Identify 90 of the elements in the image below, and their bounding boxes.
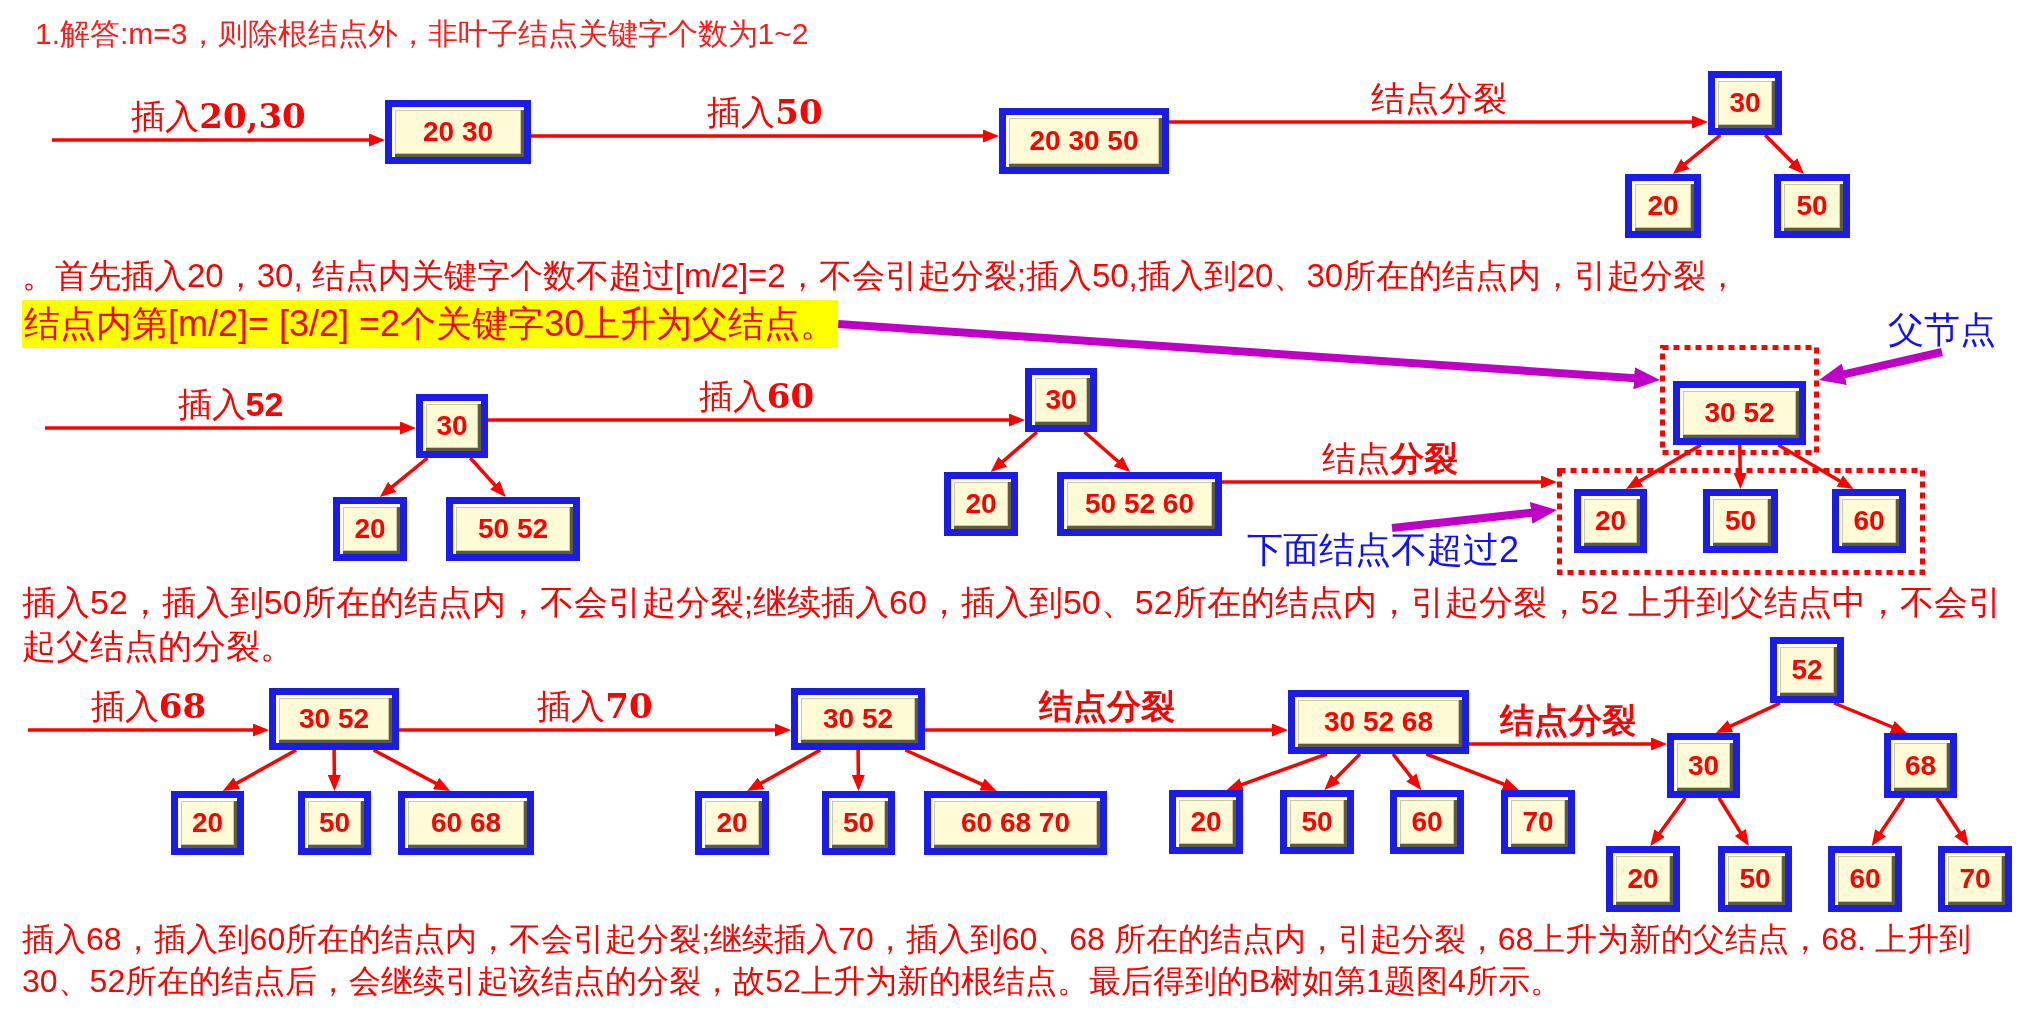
key-node: 68 <box>1884 733 1957 798</box>
pointer-arrow <box>1819 348 1943 385</box>
edge-label: 插入68 <box>90 685 207 727</box>
arrow <box>1763 133 1804 174</box>
key-node: 30 <box>1667 733 1740 798</box>
pointer-arrow <box>1391 501 1557 532</box>
annotation-text: 父节点 <box>1888 308 1996 352</box>
transition-arrow <box>45 421 416 435</box>
arrow <box>904 748 997 791</box>
edge-label: 结点分裂 <box>1038 686 1175 727</box>
arrow <box>1777 443 1854 490</box>
transition-arrow <box>28 723 269 737</box>
key-node: 30 <box>416 394 488 458</box>
key-node: 60 68 <box>398 791 534 855</box>
arrow <box>469 456 506 498</box>
edge-label: 结点分裂 <box>1370 78 1507 119</box>
transition-arrow <box>1169 115 1708 129</box>
key-node: 50 <box>298 791 371 855</box>
key-node: 50 52 60 <box>1057 472 1222 536</box>
transition-arrow <box>488 413 1025 427</box>
key-node: 50 <box>1280 790 1354 854</box>
key-node: 50 <box>1718 846 1792 912</box>
edge-label: 插入20,30 <box>131 95 306 137</box>
arrow <box>1226 752 1328 791</box>
pointer-arrow <box>837 320 1660 390</box>
transition-arrow <box>52 133 385 147</box>
key-node: 70 <box>1938 846 2012 912</box>
key-node: 30 52 <box>269 688 399 750</box>
key-node: 60 <box>1390 790 1464 854</box>
arrow <box>1715 701 1781 733</box>
arrow <box>372 748 451 791</box>
key-node: 20 <box>944 472 1018 536</box>
arrow <box>1391 752 1422 790</box>
arrow <box>1425 752 1519 791</box>
key-node: 20 <box>171 791 244 855</box>
arrow <box>379 456 429 497</box>
arrow <box>1717 797 1749 846</box>
dotted-frame <box>1557 468 1925 575</box>
key-node: 70 <box>1501 790 1575 854</box>
annotation-text: 下面结点不超过2 <box>1247 528 1520 572</box>
transition-arrow <box>1222 475 1557 489</box>
explanation-text: 。首先插入20，30, 结点内关键字个数不超过[m/2]=2，不会引起分裂;插入50,插入到20、30所在的结点内，引起分裂， <box>22 256 1740 296</box>
edge-label: 插入50 <box>707 91 823 133</box>
edge-label: 插入70 <box>537 685 653 727</box>
key-node: 20 <box>1606 846 1680 912</box>
arrow <box>1672 133 1722 174</box>
key-node: 20 <box>1625 174 1701 238</box>
key-node: 30 <box>1708 71 1782 135</box>
key-node: 20 30 50 <box>999 108 1169 174</box>
key-node: 60 <box>1832 489 1906 553</box>
key-node: 20 30 <box>385 100 531 164</box>
arrow <box>1871 797 1906 847</box>
edge-label: 结点分裂 <box>1321 438 1458 479</box>
explanation-text: 插入68，插入到60所在的结点内，不会引起分裂;继续插入70，插入到60、68 所在的结点内，引起分裂，68上升为新的父结点，68. 上升到30、52所在的结点后，会继续引起该结点的分裂，故52上升为新的根结点。最后得到的B树如第1题图4所示。 <box>22 920 1972 1001</box>
edge-label: 结点分裂 <box>1500 700 1636 741</box>
key-node: 20 <box>1574 489 1647 553</box>
arrow <box>1733 444 1747 489</box>
key-node: 30 52 68 <box>1288 690 1469 754</box>
key-node: 20 <box>1169 790 1243 854</box>
arrow <box>747 748 822 791</box>
transition-arrow <box>399 723 791 737</box>
dotted-frame <box>1660 345 1819 455</box>
arrow <box>327 750 341 791</box>
key-node: 20 <box>695 791 769 855</box>
key-node: 60 68 70 <box>924 791 1107 855</box>
key-node: 50 <box>1703 489 1778 553</box>
arrow <box>1626 443 1702 489</box>
key-node: 60 <box>1828 846 1902 912</box>
arrow <box>851 750 865 791</box>
arrow <box>1935 797 1969 846</box>
transition-arrow <box>1469 737 1667 751</box>
arrow <box>1083 430 1131 472</box>
key-node: 50 <box>822 791 895 855</box>
key-node: 30 52 <box>791 688 925 750</box>
key-node: 30 <box>1025 368 1097 432</box>
edge-label: 插入52 <box>177 384 284 425</box>
arrow <box>1833 701 1907 734</box>
edge-label: 插入60 <box>698 375 815 417</box>
arrow <box>1324 752 1362 790</box>
arrow <box>222 748 297 791</box>
transition-arrow <box>925 723 1288 737</box>
title: 1.解答:m=3，则除根结点外，非叶子结点关键字个数为1~2 <box>35 16 809 52</box>
key-node: 30 52 <box>1673 381 1806 445</box>
key-node: 50 <box>1774 174 1850 238</box>
transition-arrow <box>531 129 999 143</box>
highlighted-text: 结点内第[m/2]= [3/2] =2个关键字30上升为父结点。 <box>22 300 839 348</box>
key-node: 50 52 <box>446 497 580 561</box>
arrow <box>1650 796 1687 846</box>
key-node: 20 <box>333 497 407 561</box>
arrow <box>990 430 1039 473</box>
